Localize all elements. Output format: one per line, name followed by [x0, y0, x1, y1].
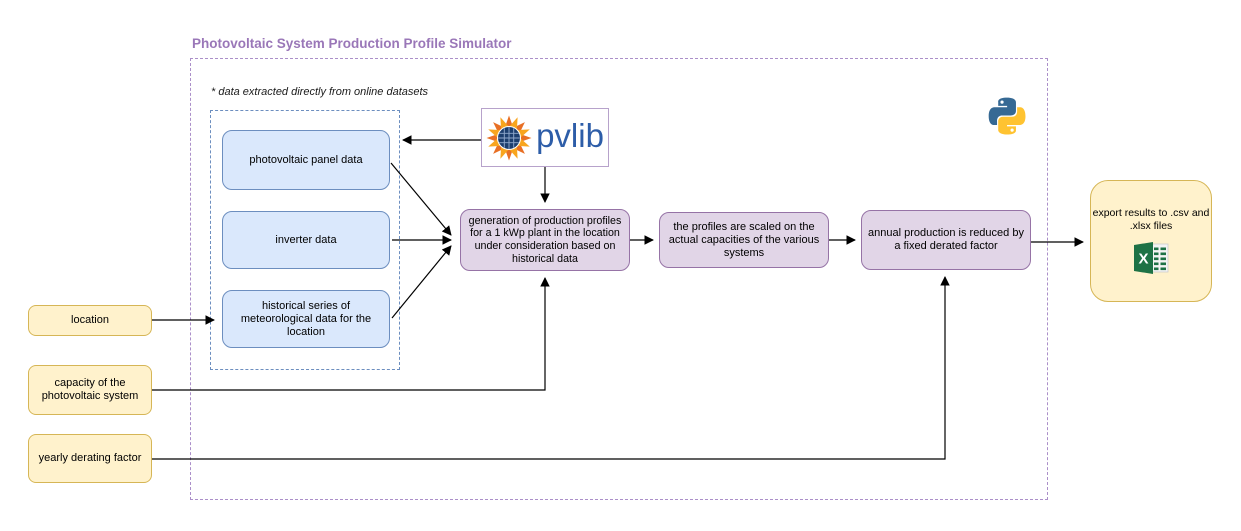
excel-icon: X	[1134, 242, 1169, 274]
node-input-yearly-derating-factor: yearly derating factor	[28, 434, 152, 483]
node-label: photovoltaic panel data	[249, 153, 363, 166]
node-label: historical series of meteorological data…	[240, 299, 372, 338]
diagram-title: Photovoltaic System Production Profile S…	[192, 36, 512, 51]
pvlib-logo: pvlib	[481, 108, 609, 167]
node-historical-meteo-data: historical series of meteorological data…	[222, 290, 390, 348]
node-photovoltaic-panel-data: photovoltaic panel data	[222, 130, 390, 190]
svg-text:X: X	[1138, 251, 1148, 268]
python-icon	[988, 97, 1026, 135]
node-export-results: export results to .csv and .xlsx files X	[1090, 180, 1212, 302]
node-label: inverter data	[275, 233, 337, 246]
pvlib-sun-icon	[486, 115, 532, 160]
node-label: capacity of the photovoltaic system	[41, 377, 139, 402]
node-profiles-scaling: the profiles are scaled on the actual ca…	[659, 212, 829, 268]
node-label: yearly derating factor	[38, 452, 142, 464]
node-label: annual production is reduced by a fixed …	[868, 227, 1024, 252]
node-label: the profiles are scaled on the actual ca…	[668, 220, 820, 259]
node-label: location	[71, 314, 109, 326]
pvlib-wordmark: pvlib	[536, 117, 604, 154]
dataset-note: * data extracted directly from online da…	[211, 86, 429, 98]
node-label: generation of production profiles for a …	[468, 214, 622, 265]
node-input-capacity: capacity of the photovoltaic system	[28, 365, 152, 415]
node-generation-profiles: generation of production profiles for a …	[460, 209, 630, 271]
node-inverter-data: inverter data	[222, 211, 390, 269]
node-input-location: location	[28, 305, 152, 336]
node-label: export results to .csv and .xlsx files	[1092, 207, 1210, 232]
node-annual-derating: annual production is reduced by a fixed …	[861, 210, 1031, 270]
